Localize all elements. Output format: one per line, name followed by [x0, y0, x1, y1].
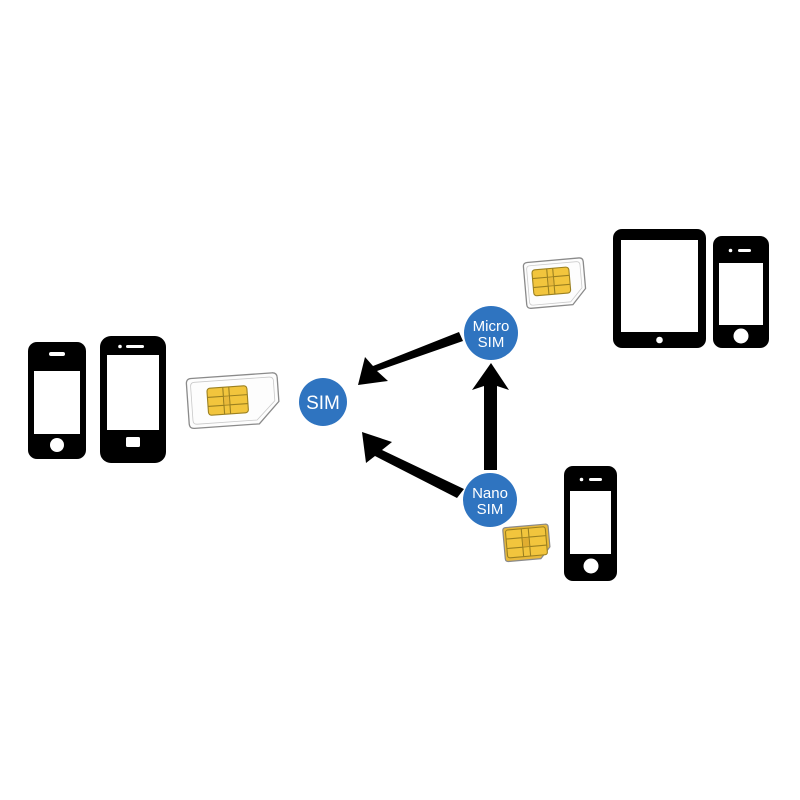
- node-micro-sim-circle[interactable]: [464, 306, 518, 360]
- sim-chip-icon: [531, 266, 572, 297]
- home-button-icon: [656, 336, 663, 344]
- sim-chip-icon: [504, 526, 548, 559]
- arrow-micro-to-sim: [358, 332, 463, 385]
- device-tablet-right: [613, 229, 706, 348]
- device-phone-small-left: [28, 342, 86, 459]
- arrow-nano-to-sim: [362, 432, 464, 498]
- device-phone-right: [713, 236, 769, 348]
- node-micro-sim[interactable]: Micro SIM: [464, 306, 518, 360]
- home-button-icon: [583, 558, 599, 574]
- card-micro-sim: [522, 257, 587, 309]
- card-nano-sim: [502, 523, 551, 563]
- arrow-nano-to-micro: [472, 363, 509, 470]
- node-nano-sim[interactable]: Nano SIM: [463, 473, 517, 527]
- sim-chip-icon: [206, 385, 249, 416]
- node-sim-circle[interactable]: [299, 378, 347, 426]
- node-nano-sim-label-line2: SIM: [477, 501, 504, 518]
- node-nano-sim-label-line1: Nano: [472, 485, 508, 502]
- node-micro-sim-label-line1: Micro: [473, 318, 510, 335]
- home-button-icon: [733, 328, 749, 344]
- card-full-size-sim: [185, 372, 280, 430]
- node-sim-label: SIM: [306, 393, 340, 414]
- home-button-icon: [126, 437, 140, 447]
- home-button-icon: [50, 438, 64, 452]
- device-phone-bottom-right: [564, 466, 617, 581]
- node-sim[interactable]: SIM: [299, 378, 347, 426]
- device-phone-large-left: [100, 336, 166, 463]
- node-nano-sim-circle[interactable]: [463, 473, 517, 527]
- node-micro-sim-label-line2: SIM: [478, 334, 505, 351]
